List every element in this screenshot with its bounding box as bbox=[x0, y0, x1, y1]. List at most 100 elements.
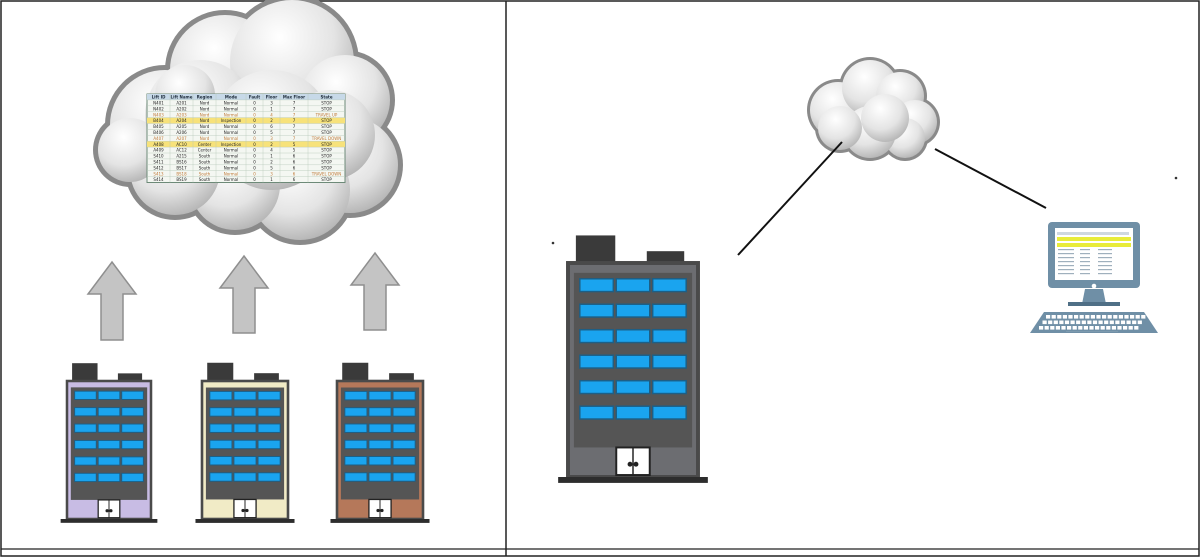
table-cell: Nord bbox=[200, 112, 210, 117]
table-cell: 1 bbox=[270, 177, 273, 182]
table-cell: Nord bbox=[200, 118, 210, 123]
table-cell: 0 bbox=[253, 177, 256, 182]
table-cell: 0 bbox=[253, 171, 256, 176]
table-cell: 5 bbox=[270, 165, 273, 170]
table-cell: A202 bbox=[176, 106, 187, 111]
table-cell: B405 bbox=[153, 124, 164, 129]
table-header-cell: Max Floor bbox=[283, 95, 305, 100]
up-arrow-icon bbox=[218, 254, 270, 334]
table-cell: 6 bbox=[293, 165, 296, 170]
table-cell: 3 bbox=[270, 136, 273, 141]
table-cell: 7 bbox=[293, 101, 296, 106]
table-cell: Normal bbox=[224, 112, 238, 117]
table-cell: Normal bbox=[224, 101, 238, 106]
table-cell: STOP bbox=[321, 142, 332, 147]
table-cell: 6 bbox=[293, 160, 296, 165]
table-header-cell: Lift Name bbox=[171, 95, 193, 100]
table-cell: A409 bbox=[153, 148, 164, 153]
table-cell: 7 bbox=[293, 136, 296, 141]
table-cell: A201 bbox=[176, 101, 187, 106]
table-cell: Nord bbox=[200, 106, 210, 111]
table-cell: BS18 bbox=[176, 171, 187, 176]
table-cell: AC12 bbox=[176, 148, 187, 153]
table-cell: 3 bbox=[270, 101, 273, 106]
table-cell: STOP bbox=[321, 124, 332, 129]
building-icon bbox=[558, 235, 708, 483]
table-cell: 0 bbox=[253, 101, 256, 106]
table-cell: 0 bbox=[253, 154, 256, 159]
table-cell: A215 bbox=[176, 154, 187, 159]
table-cell: 0 bbox=[253, 136, 256, 141]
table-cell: STOP bbox=[321, 101, 332, 106]
table-cell: S414 bbox=[153, 177, 164, 182]
table-cell: 6 bbox=[270, 124, 273, 129]
upload-arrows bbox=[86, 251, 401, 341]
table-cell: STOP bbox=[321, 106, 332, 111]
table-cell: Normal bbox=[224, 148, 238, 153]
table-cell: STOP bbox=[321, 118, 332, 123]
table-cell: Normal bbox=[224, 124, 238, 129]
table-cell: 0 bbox=[253, 165, 256, 170]
cloud-icon bbox=[807, 57, 940, 161]
table-header-cell: Mode bbox=[225, 95, 238, 100]
table-cell: S412 bbox=[153, 165, 164, 170]
table-cell: 0 bbox=[253, 142, 256, 147]
table-cell: 5 bbox=[293, 142, 296, 147]
table-cell: A203 bbox=[176, 112, 187, 117]
right-panel bbox=[551, 57, 1178, 483]
table-cell: South bbox=[199, 171, 211, 176]
table-cell: STOP bbox=[321, 177, 332, 182]
table-cell: 7 bbox=[293, 124, 296, 129]
table-cell: BS19 bbox=[176, 177, 187, 182]
building-icon bbox=[60, 363, 158, 523]
table-cell: Normal bbox=[224, 106, 238, 111]
table-header-cell: Lift ID bbox=[152, 95, 166, 100]
table-cell: 7 bbox=[293, 112, 296, 117]
table-cell: STOP bbox=[321, 154, 332, 159]
table-cell: Normal bbox=[224, 177, 238, 182]
table-header-cell: Region bbox=[197, 95, 213, 100]
table-cell: 2 bbox=[270, 142, 273, 147]
table-cell: B406 bbox=[153, 130, 164, 135]
building-icon bbox=[558, 235, 708, 483]
table-cell: A407 bbox=[153, 136, 164, 141]
table-cell: A408 bbox=[153, 142, 164, 147]
desktop-computer-icon bbox=[1030, 222, 1158, 333]
table-cell: S410 bbox=[153, 154, 164, 159]
building-icon bbox=[330, 362, 430, 523]
table-cell: South bbox=[199, 165, 211, 170]
table-cell: Normal bbox=[224, 160, 238, 165]
table-cell: TRAVEL DOWN bbox=[311, 171, 341, 176]
table-header-cell: Floor bbox=[266, 95, 278, 100]
table-cell: 5 bbox=[270, 130, 273, 135]
table-cell: 1 bbox=[270, 154, 273, 159]
table-cell: South bbox=[199, 154, 211, 159]
table-cell: 0 bbox=[253, 160, 256, 165]
up-arrow-icon bbox=[349, 251, 401, 331]
table-cell: BS16 bbox=[176, 160, 187, 165]
small-buildings bbox=[60, 362, 430, 523]
table-cell: Normal bbox=[224, 130, 238, 135]
table-cell: STOP bbox=[321, 165, 332, 170]
table-cell: 4 bbox=[270, 148, 273, 153]
table-cell: 4 bbox=[270, 112, 273, 117]
table-cell: 6 bbox=[293, 154, 296, 159]
table-cell: Normal bbox=[224, 136, 238, 141]
link-cloud-computer bbox=[934, 148, 1047, 209]
table-cell: N401 bbox=[153, 101, 164, 106]
link-building-cloud bbox=[737, 141, 843, 256]
table-cell: STOP bbox=[321, 130, 332, 135]
table-cell: 5 bbox=[293, 148, 296, 153]
table-cell: Normal bbox=[224, 171, 238, 176]
table-cell: South bbox=[199, 177, 211, 182]
table-cell: STOP bbox=[321, 160, 332, 165]
table-cell: 6 bbox=[293, 171, 296, 176]
table-cell: 0 bbox=[253, 118, 256, 123]
table-cell: Nord bbox=[200, 130, 210, 135]
building-icon bbox=[195, 362, 295, 523]
table-cell: Nord bbox=[200, 136, 210, 141]
table-cell: S411 bbox=[153, 160, 164, 165]
table-cell: 6 bbox=[293, 177, 296, 182]
